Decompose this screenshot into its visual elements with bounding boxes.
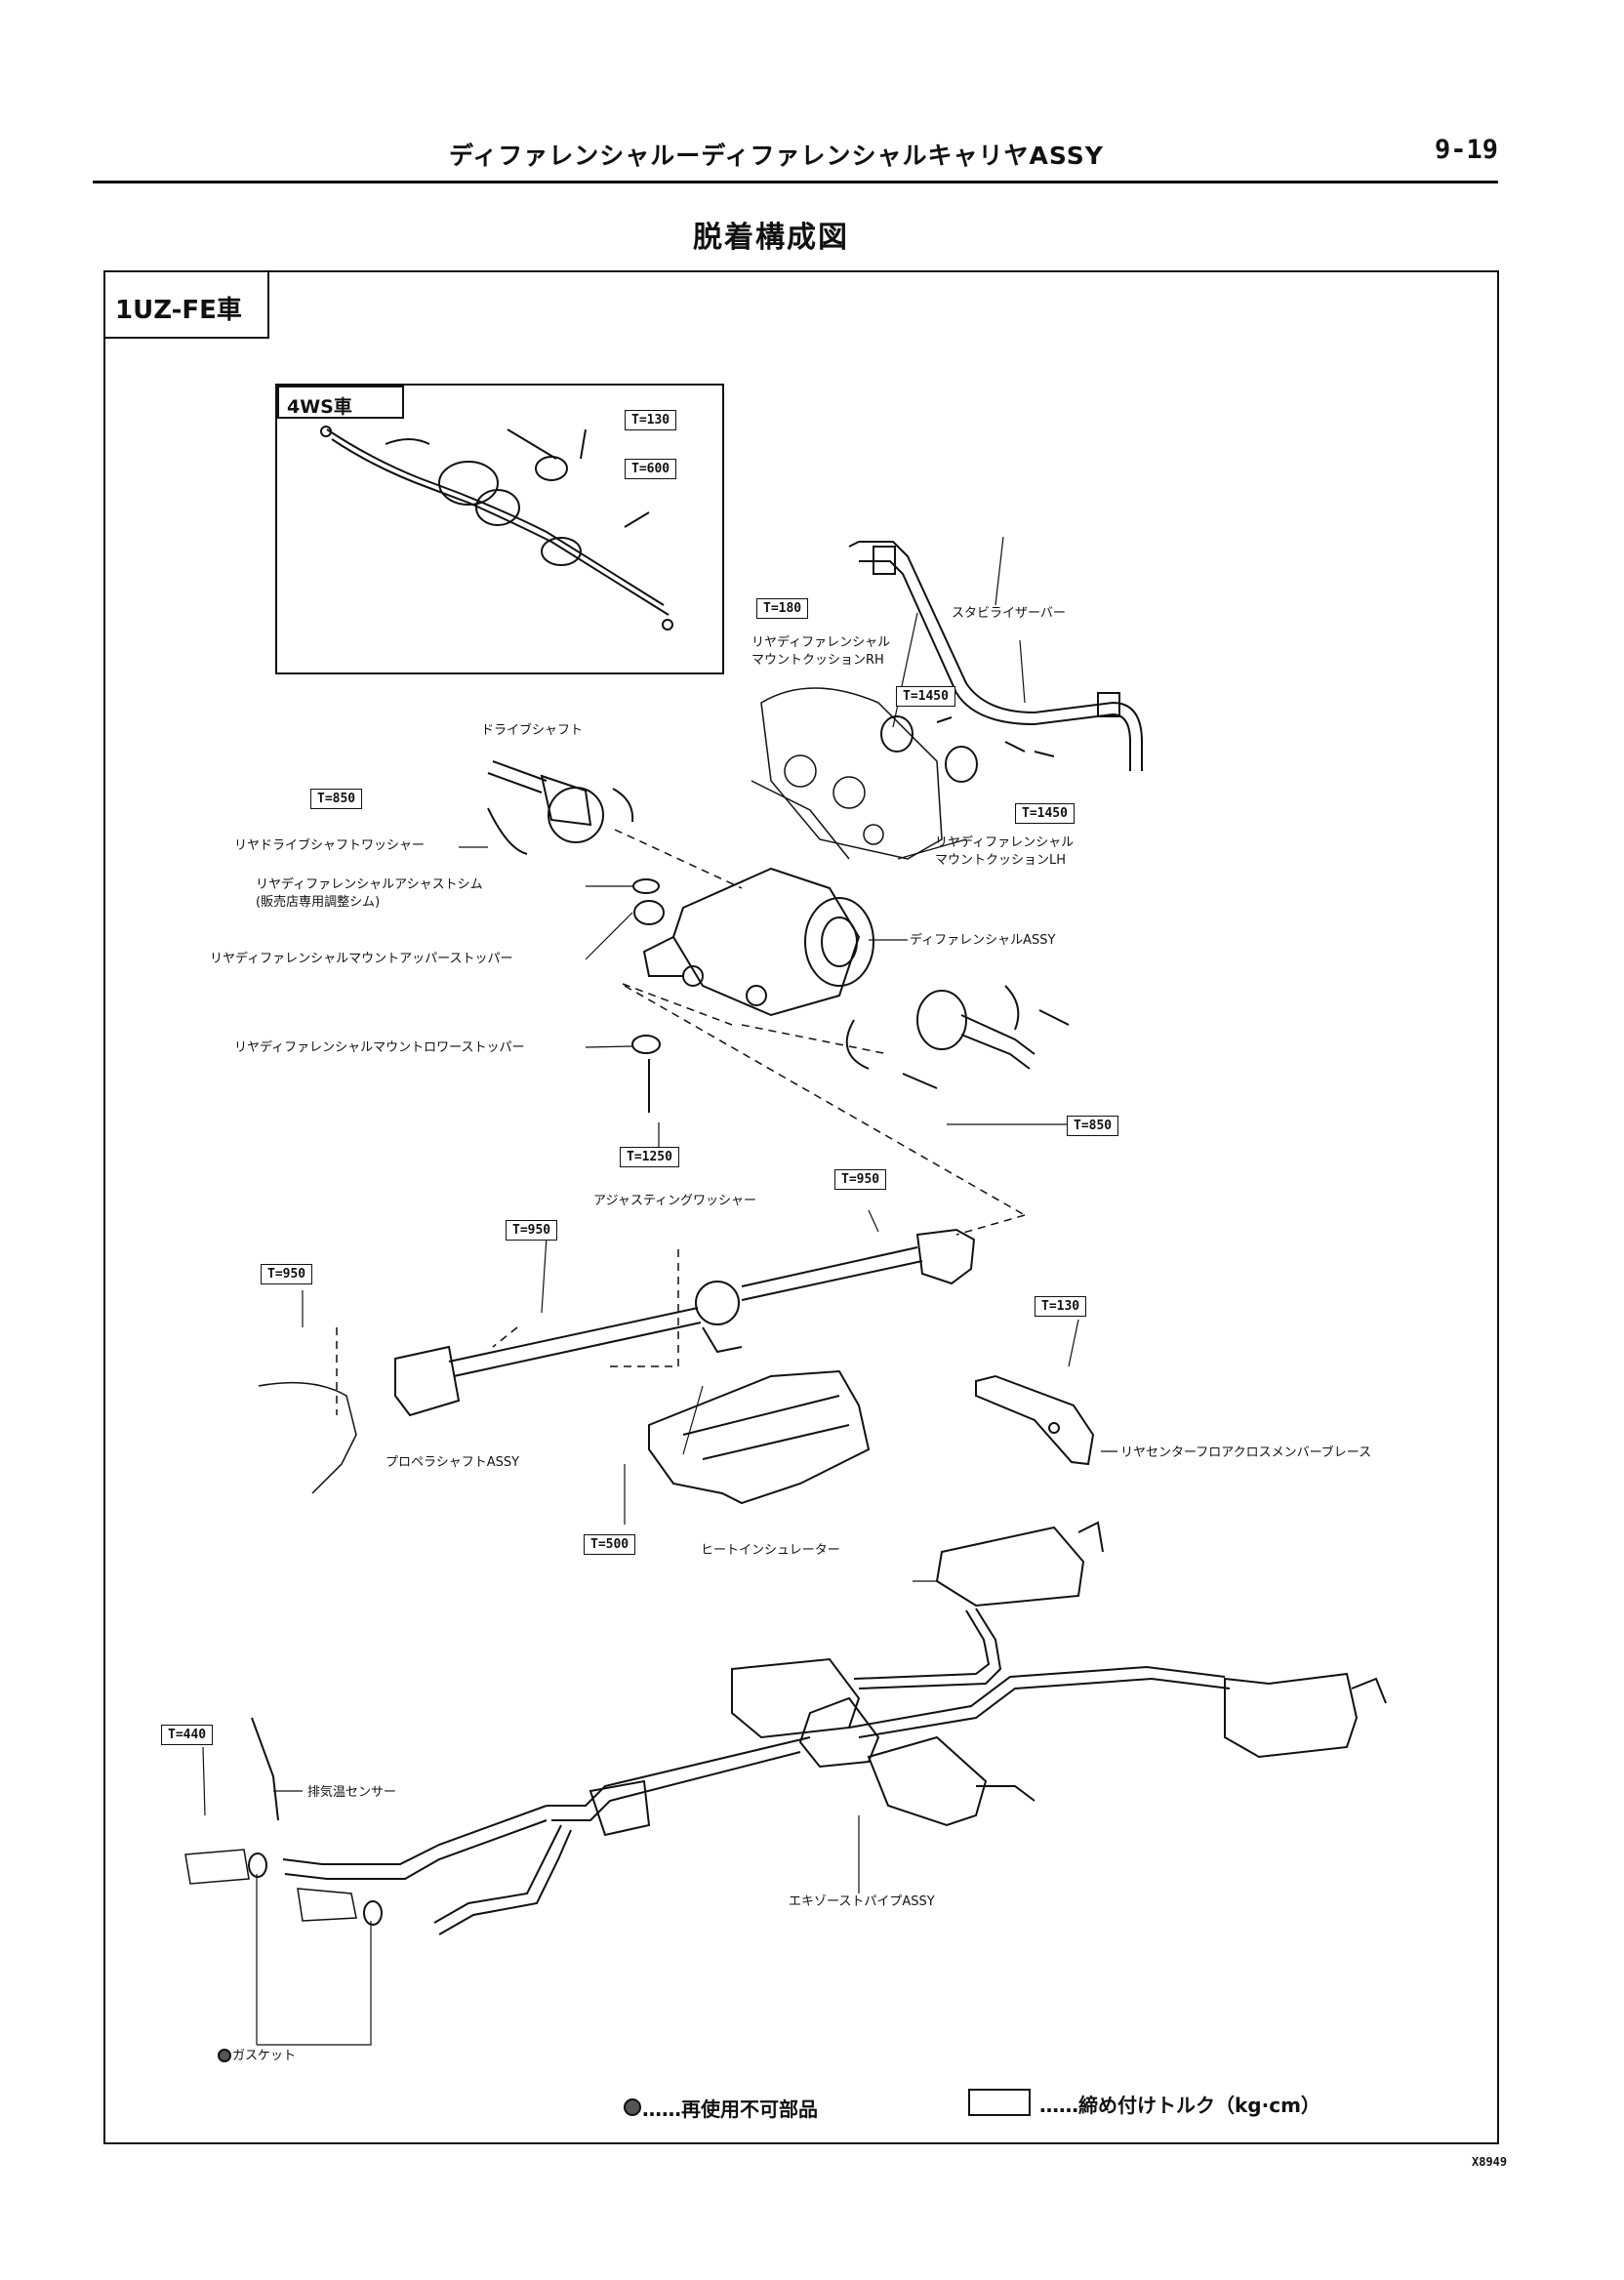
torque-t500: T=500 <box>584 1534 636 1555</box>
propeller-shaft-illustration <box>394 1228 976 1417</box>
label-exhaust-pipe: エキゾーストパイプASSY <box>789 1894 935 1909</box>
header-rule <box>93 181 1498 183</box>
exhaust-system-illustration <box>282 1521 1387 1935</box>
label-differential-assy: ディファレンシャルASSY <box>910 933 1056 948</box>
torque-t950-left: T=950 <box>261 1264 313 1284</box>
label-gasket: ガスケット <box>232 2049 297 2063</box>
mount-cushion-rh-part <box>880 715 914 753</box>
torque-t850-left: T=850 <box>310 789 363 809</box>
torque-t950-top: T=950 <box>834 1169 887 1190</box>
label-propeller-shaft: プロペラシャフトASSY <box>386 1455 520 1470</box>
inset-4ws-panel <box>275 384 724 674</box>
front-pipe-lh-illustration <box>297 1888 357 1922</box>
legend-torque-box <box>968 2089 1031 2116</box>
leader-lines <box>202 536 1117 2046</box>
label-side-shim: リヤディファレンシャルアシャストシム (販売店専用調整シム) <box>256 877 483 910</box>
transmission-end-illustration <box>258 1381 357 1494</box>
diagram-title: 脱着構成図 <box>693 221 849 255</box>
torque-t850-right: T=850 <box>1067 1116 1119 1136</box>
gasket-part-2 <box>363 1900 383 1926</box>
label-heat-insulator: ヒートインシュレーター <box>701 1543 840 1558</box>
label-cross-member-brace: リヤセンターフロアクロスメンバーブレース <box>1120 1445 1372 1460</box>
mount-cushion-lh-part <box>945 746 978 783</box>
engine-label: 1UZ-FE車 <box>103 270 269 339</box>
label-stabilizer-bar: スタビライザーバー <box>952 606 1066 621</box>
label-drive-shaft-washer: リヤドライブシャフトワッシャー <box>234 838 426 853</box>
label-drive-shaft: ドライブシャフト <box>481 723 584 738</box>
heat-insulator-illustration <box>648 1369 871 1505</box>
figure-code: X8949 <box>1472 2155 1508 2169</box>
torque-t180: T=180 <box>756 598 809 619</box>
drive-shaft-left-illustration <box>487 760 634 855</box>
side-shim-part <box>632 878 660 894</box>
page-number: 9-19 <box>1435 135 1499 165</box>
torque-t950-mid: T=950 <box>506 1220 558 1241</box>
label-upper-stopper: リヤディファレンシャルマウントアッパーストッパー <box>210 952 513 966</box>
label-exhaust-sensor: 排気温センサー <box>307 1785 397 1800</box>
label-lower-stopper: リヤディファレンシャルマウントロワーストッパー <box>234 1040 525 1055</box>
exhaust-sensor-wire <box>251 1717 279 1821</box>
torque-t130: T=130 <box>1035 1296 1087 1317</box>
upper-stopper-part <box>633 900 665 925</box>
stabilizer-bar-illustration <box>848 541 1143 771</box>
torque-t1450-b: T=1450 <box>1015 803 1075 824</box>
gasket-symbol <box>218 2049 231 2062</box>
non-reusable-symbol <box>624 2098 641 2116</box>
torque-t440: T=440 <box>161 1725 214 1745</box>
gasket-part-1 <box>248 1852 267 1878</box>
drive-shaft-right-illustration <box>845 985 1070 1089</box>
rear-steering-rack-illustration <box>320 426 673 631</box>
diagram-frame <box>103 270 1499 2144</box>
differential-assy-illustration <box>642 867 874 1017</box>
torque-t130-inset: T=130 <box>625 410 677 430</box>
inset-4ws-label: 4WS車 <box>277 386 404 419</box>
legend-non-reusable: ……再使用不可部品 <box>642 2097 818 2121</box>
label-adjusting-washer: アジャスティングワッシャー <box>593 1194 757 1208</box>
lower-stopper-part <box>631 1035 661 1054</box>
torque-t1450-a: T=1450 <box>896 686 955 707</box>
alignment-dashes <box>336 829 1026 1415</box>
legend-torque: ……締め付けトルク（kg·cm） <box>1039 2094 1320 2117</box>
label-mount-cushion-lh: リヤディファレンシャル マウントクッションLH <box>935 835 1075 868</box>
label-mount-cushion-rh: リヤディファレンシャル マウントクッションRH <box>751 635 891 668</box>
torque-t1250: T=1250 <box>620 1147 679 1167</box>
body-mount-illustration <box>751 687 943 860</box>
torque-t600-inset: T=600 <box>625 459 677 479</box>
front-pipe-rh-illustration <box>184 1849 250 1885</box>
header-title: ディファレンシャルーディファレンシャルキャリヤASSY <box>449 142 1104 170</box>
cross-member-brace-illustration <box>975 1374 1095 1466</box>
